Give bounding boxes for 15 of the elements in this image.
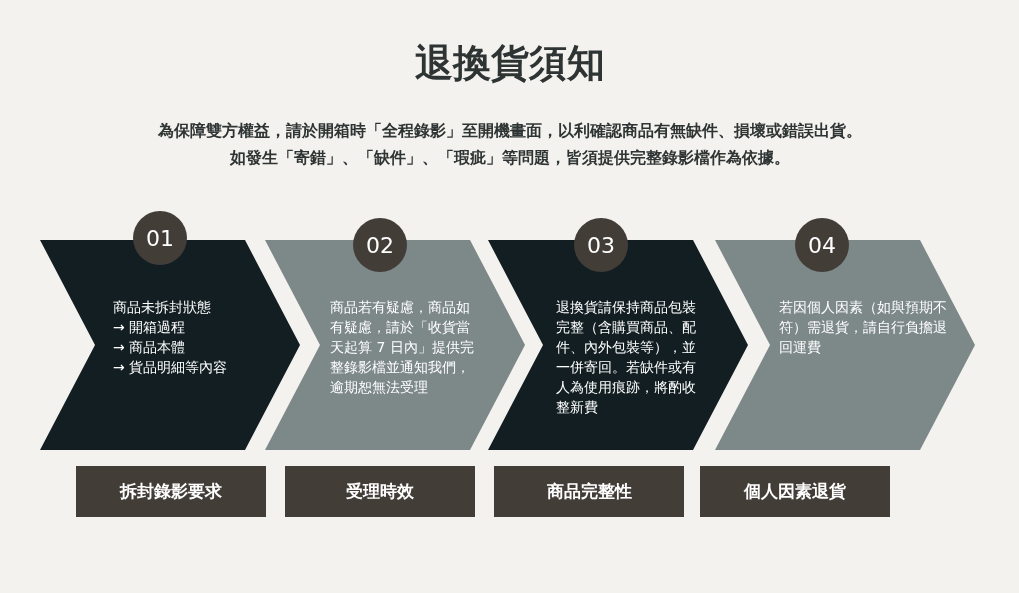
intro-text: 為保障雙方權益，請於開箱時「全程錄影」至開機畫面，以利確認商品有無缺件、損壞或錯誤出貨。 — [156, 121, 863, 142]
step-text: 商品若有疑慮，商品如有疑慮，請於「收貨當天起算 7 日內」提供完整錄影檔並通知我們，逾期恕無法受理 — [330, 298, 475, 397]
step-number: 01 — [133, 211, 187, 265]
step-number: 03 — [574, 218, 628, 272]
category-label: 商品完整性 — [494, 466, 684, 517]
step-text: 若因個人因素（如與預期不符）需退貨，請自行負擔退回運費 — [779, 298, 948, 357]
step-text: 商品未拆封狀態 → 開箱過程 → 商品本體 → 貨品明細等內容 — [113, 298, 229, 377]
step-text: 退換貨請保持商品包裝完整（含購買商品、配件、內外包裝等），並一併寄回。若缺件或有人為使用痕跡，將酌收整新費 — [556, 298, 696, 417]
category-label: 受理時效 — [285, 466, 475, 517]
title: 退換貨須知 — [413, 40, 606, 87]
category-label: 個人因素退貨 — [700, 466, 890, 517]
step-number: 04 — [795, 218, 849, 272]
category-label: 拆封錄影要求 — [76, 466, 266, 517]
intro-text: 如發生「寄錯」、「缺件」、「瑕疵」等問題，皆須提供完整錄影檔作為依據。 — [228, 148, 791, 169]
step-number: 02 — [353, 218, 407, 272]
